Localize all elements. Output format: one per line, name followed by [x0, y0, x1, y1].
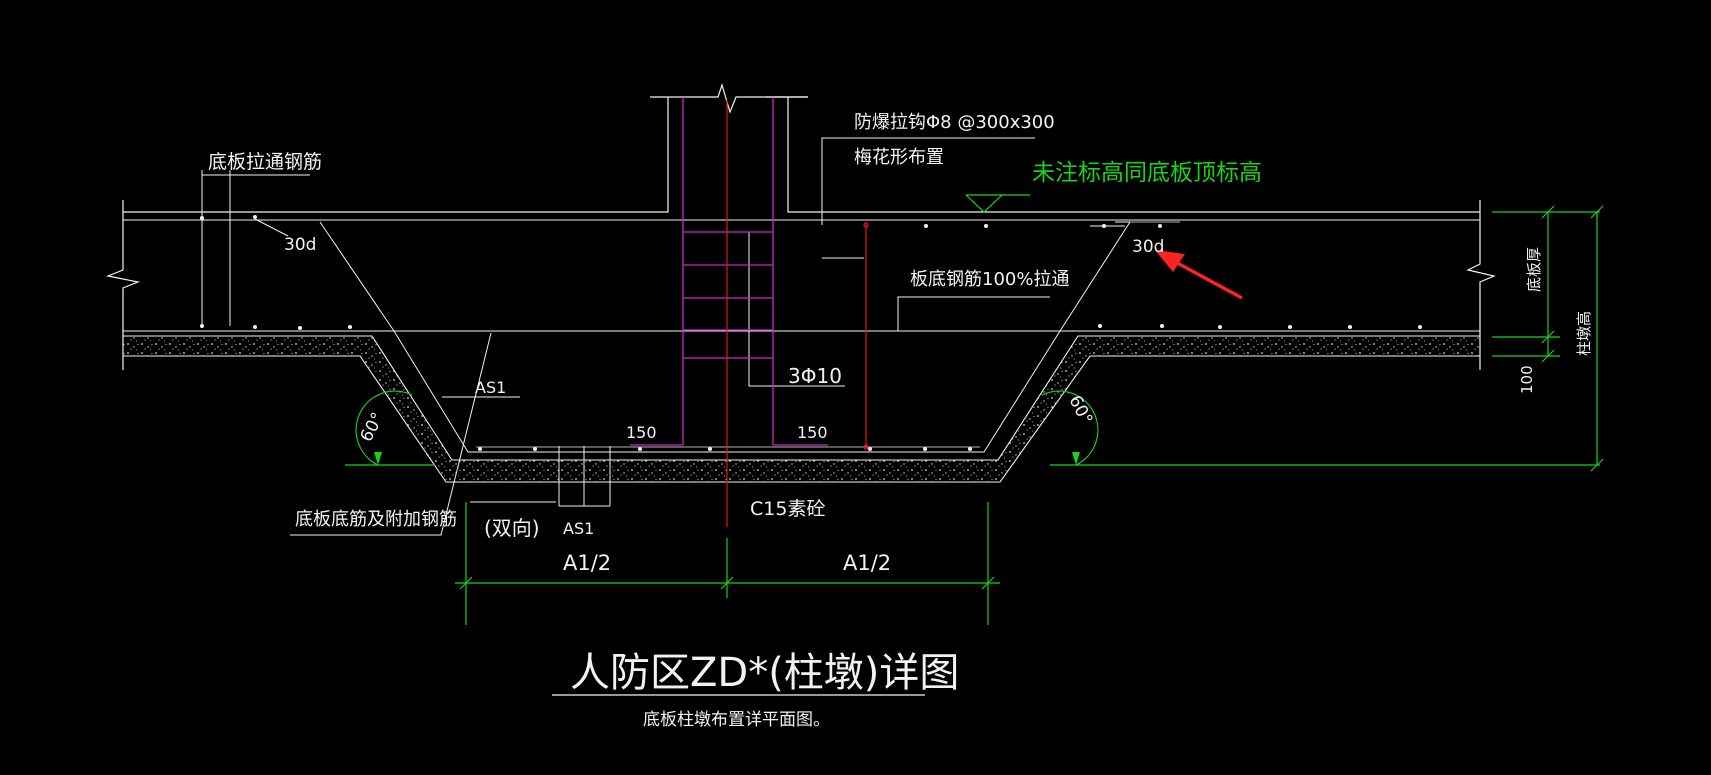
- label-both-ways: (双向): [484, 516, 540, 540]
- label-stirrups: 3Φ10: [788, 364, 842, 388]
- label-slab-thickness: 底板厚: [1525, 247, 1543, 292]
- angle-arrow-left: [374, 452, 382, 465]
- page-subtitle: 底板柱墩布置详平面图。: [643, 710, 830, 730]
- label-ext-right: 150: [797, 423, 828, 442]
- label-pier-height: 柱墩高: [1575, 311, 1593, 356]
- label-elevation-note: 未注标高同底板顶标高: [1032, 160, 1262, 186]
- rebar-dots: [200, 215, 1422, 451]
- angle-arrow-right: [1072, 452, 1080, 465]
- label-angle-right: 60°: [1064, 392, 1096, 428]
- label-bottom-bars-continuous: 板底钢筋100%拉通: [910, 269, 1069, 290]
- label-through-bars: 底板拉通钢筋: [208, 151, 322, 173]
- dimension-lines: [345, 194, 1604, 625]
- page-title: 人防区ZD*(柱墩)详图: [570, 650, 959, 696]
- label-ext-left: 150: [626, 423, 657, 442]
- label-anchorage-right: 30d: [1132, 237, 1164, 257]
- red-arrow: [1155, 250, 1243, 300]
- concrete-cushion: [123, 335, 1480, 483]
- center-axis: [726, 100, 869, 527]
- column-reinforcement: [630, 97, 828, 446]
- pit-reinforcement: [201, 137, 1180, 536]
- label-as1-bottom: AS1: [563, 519, 594, 538]
- label-cushion-100: 100: [1518, 365, 1536, 394]
- label-plum-layout: 梅花形布置: [854, 147, 944, 168]
- label-half-a1-right: A1/2: [843, 551, 891, 575]
- label-angle-left: 60°: [357, 409, 389, 445]
- slab-outline: [105, 83, 1496, 370]
- label-tie-bars: 防爆拉钩Φ8 @300x300: [854, 112, 1055, 133]
- label-anchorage-left: 30d: [284, 235, 316, 255]
- label-half-a1-left: A1/2: [563, 551, 611, 575]
- label-as1-top: AS1: [475, 378, 506, 397]
- label-concrete-c15: C15素砼: [750, 498, 825, 520]
- label-bottom-additional-bars: 底板底筋及附加钢筋: [295, 509, 457, 530]
